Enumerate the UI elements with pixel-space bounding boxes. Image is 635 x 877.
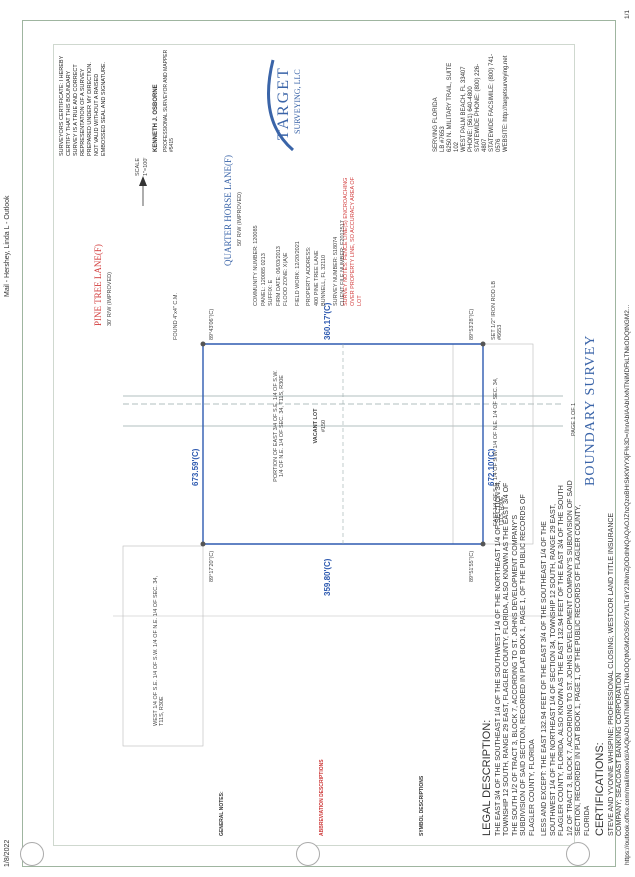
company-statewide-phone: STATEWIDE PHONE: (800) 226-4807 [475,63,488,152]
surveyor-title: PROFESSIONAL SURVEYOR AND MAPPER #5415 [163,49,175,152]
left-dimension: 359.80'(C) [323,558,332,596]
hole-punch [296,842,320,866]
survey-sheet: 673.59'(C) 672.10'(C) 360.17'(C) 359.80'… [22,20,623,867]
target-logo-icon [267,59,294,152]
print-header: 1/8/2022 Mail - Hershey, Linda L - Outlo… [0,0,16,877]
plat-drawing [113,176,563,747]
vacant-lot-code: #150 [321,419,327,433]
survey-number: SURVEY NUMBER: 518074 [332,236,339,306]
surveyor-name: KENNETH J. OSBORNE [153,84,159,152]
south-road-label: PINE TREE LANE(F) [93,244,103,326]
title-block: SURVEYORS CERTIFICATE: I HEREBY CERTIFY … [53,46,573,160]
cert-heading: CERTIFICATIONS: [594,742,606,836]
legal-description: LEGAL DESCRIPTION: THE EAST 3/4 OF THE S… [481,476,629,836]
rotated-survey-content: 673.59'(C) 672.10'(C) 360.17'(C) 359.80'… [23,21,623,866]
corner-monument-nw [480,541,486,547]
survey-title: BOUNDARY SURVEY [583,334,598,486]
panel-number: PANEL: 120085 0213 [260,253,267,306]
print-date: 1/8/2022 [4,839,11,867]
found-cm-label: FOUND 4"x4" C.M. [173,293,179,340]
company-name-1: TARGET [275,66,292,140]
abbr-title: ABBREVIATION DESCRIPTIONS [319,759,325,836]
vacant-lot-label: VACANT LOT [313,408,319,444]
corner-monument-se [200,341,206,347]
community-number: COMMUNITY NUMBER: 120085 [253,225,259,306]
property-address-label: PROPERTY ADDRESS: [306,246,312,306]
survey-red-note: SURVEY NOTES: FENCE LINE(S) ENCROACHING … [343,177,363,306]
company-phone: PHONE: (561) 640-4800 [468,86,474,152]
property-address-2: BUNNELL, FL 32110 [321,254,327,306]
corner-monument-sw [200,541,206,547]
company-name-2: SURVEYING, LLC [293,69,302,134]
legend-title: SYMBOL DESCRIPTIONS [419,775,425,836]
company-logo-area: TARGET SURVEYING, LLC [253,46,423,160]
legal-para-2: LESS AND EXCEPT: THE EAST 132.94 FEET OF… [541,480,591,836]
parcel-label: PORTION OF EAST 3/4 OF S.E. 1/4 OF S.W. … [273,370,285,482]
legal-heading: LEGAL DESCRIPTION: [481,719,493,836]
adjacent-parcel-north [452,343,534,545]
print-page-number: 1/1 [624,9,631,19]
symbol-legend: SYMBOL DESCRIPTIONS [419,456,479,836]
firm-date: FIRM DATE: 06/03/2013 [275,246,282,306]
scale-label: SCALE [135,157,141,176]
legal-para-1: THE EAST 3/4 OF THE SOUTHEAST 1/4 OF THE… [494,480,536,836]
company-details: SERVING FLORIDA LB #7653 6250 N. MILITAR… [433,52,510,152]
flood-zone: FLOOD ZONE: X(A)E [283,252,289,306]
company-website: WEBSITE: http://targetsurveying.net [503,55,509,152]
surveyor-certificate: SURVEYORS CERTIFICATE: I HEREBY CERTIFY … [59,55,107,156]
field-work: FIELD WORK: 12/20/2021 [294,241,301,306]
abbreviations: ABBREVIATION DESCRIPTIONS [319,676,415,836]
south-road-row: 30' R/W (IMPROVED) [107,272,113,326]
scale-value: 1"=100' [143,157,149,176]
print-mail-title: Mail - Hershey, Linda L - Outlook [4,195,11,297]
company-lb: LB #7653 [440,126,446,152]
hole-punch [20,842,44,866]
angle-sw: 89°17'20"(C) [209,550,215,582]
info-block: COMMUNITY NUMBER: 120085 PANEL: 120085 0… [253,176,348,306]
north-arrow-head [139,176,147,186]
bottom-dimension: 673.59'(C) [191,448,200,486]
notes-title: GENERAL NOTES: [219,791,225,836]
suffix: SUFFIX: E [268,279,274,306]
angle-ne: 89°53'28"(C) [469,308,475,340]
company-addr-1: 6250 N. MILITARY TRAIL, SUITE 102 [447,62,460,152]
adjacent-south-label: WEST 1/4 OF S.E. 1/4 OF S.W. 1/4 OF N.E.… [153,576,165,726]
company-fax: STATEWIDE FACSIMILE: (800) 741-0576 [489,53,502,152]
company-addr-2: WEST PALM BEACH, FL 33407 [461,66,467,152]
adjacent-parcel-south [122,545,204,747]
company-serving: SERVING FLORIDA [433,97,439,152]
set-rod-label: SET 1/2" IRON ROD LB #6653 [491,280,503,340]
hole-punch [566,842,590,866]
north-road-label: QUARTER HORSE LANE(F) [223,155,233,266]
general-notes: GENERAL NOTES: [219,676,315,836]
angle-se: 89°43'06"(C) [209,308,215,340]
north-road-row: 50' R/W (IMPROVED) [237,192,243,246]
right-dimension: 360.17'(C) [323,302,332,340]
page-of: PAGE 1 OF 1 [571,402,577,436]
cert-text: STEVE AND YVONNE WHISPINE; PROFESSIONAL … [607,512,624,836]
corner-monument-ne [480,341,486,347]
property-address-1: 400 PINE TREE LANE [313,250,320,306]
